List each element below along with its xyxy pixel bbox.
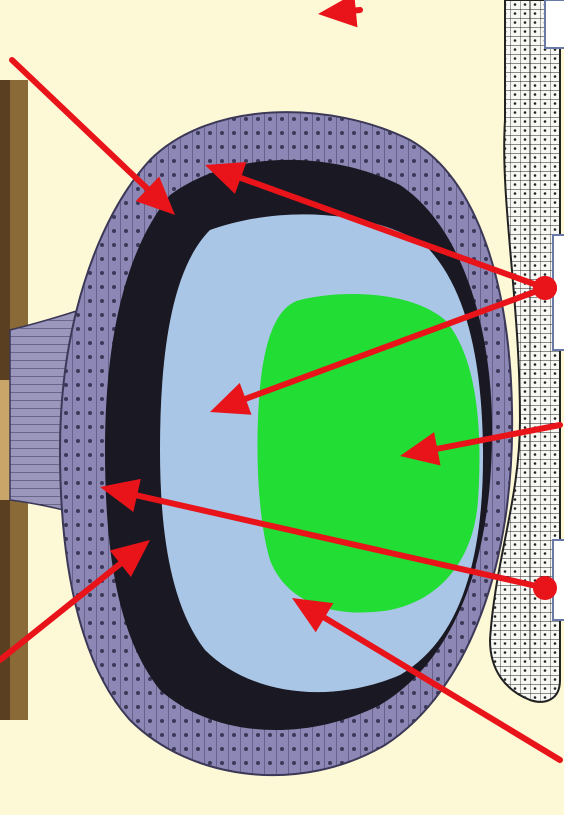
pointer-dot-icon — [533, 576, 557, 600]
label-box-top — [545, 0, 564, 48]
arrow-icon — [12, 60, 147, 189]
pointer-dot-icon — [533, 276, 557, 300]
arrowhead-icon — [318, 0, 357, 27]
label-box-lower — [553, 540, 564, 620]
